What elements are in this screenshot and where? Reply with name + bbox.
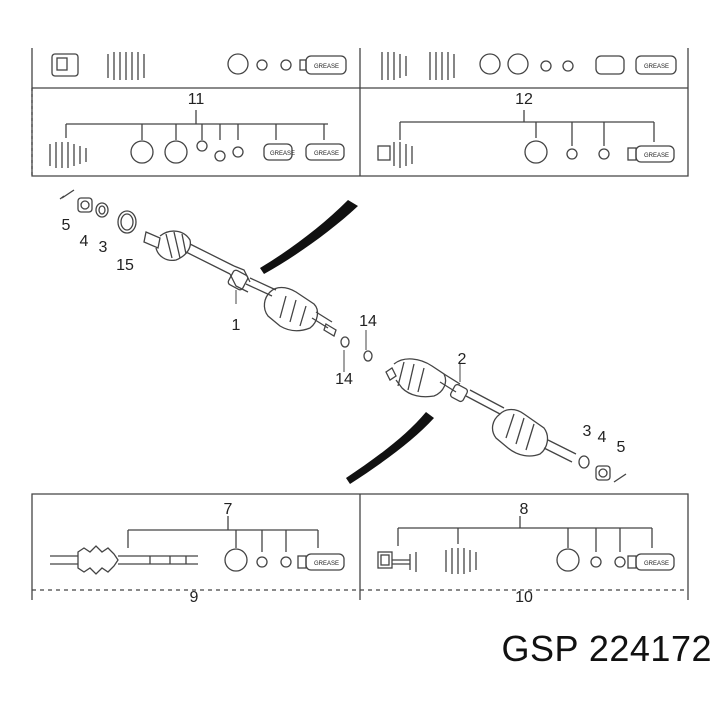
part-number: 224172 [588,628,712,669]
driveshaft-2 [385,358,577,463]
grease-label: GREASE [314,151,339,157]
callout-2: 2 [458,351,467,368]
grease-label: GREASE [314,64,339,70]
callout-12: 12 [515,91,533,108]
kit-row-top-right [381,52,677,80]
break-mark-upper [260,200,358,274]
nut-washer-set-lower [578,455,627,483]
callout-1: 1 [232,317,241,334]
callout-5-lower: 5 [617,439,626,456]
callout-3-upper: 3 [99,239,108,256]
callout-7: 7 [224,501,233,518]
break-mark-lower [346,412,434,484]
callout-leaders [235,290,461,382]
grease-label: GREASE [270,151,295,157]
bottom-kit-panel [31,493,689,600]
callout-9: 9 [190,589,199,606]
callout-3-lower: 3 [583,423,592,440]
kit-8-group [377,516,675,574]
callout-11: 11 [188,91,205,108]
grease-label: GREASE [644,561,669,567]
callout-8: 8 [520,501,529,518]
part-caption: GSP 224172 [440,628,712,670]
callout-15: 15 [116,257,134,274]
kit-11-group [49,110,345,168]
brand-name: GSP [501,628,579,669]
nut-washer-set-upper [59,189,137,234]
grease-label: GREASE [644,153,669,159]
kit-row-top-left [51,52,347,80]
callout-4-lower: 4 [598,429,607,446]
driveshaft-1 [143,230,337,337]
callout-4-upper: 4 [80,233,89,250]
kit-12-group [377,110,675,168]
callout-14-upper: 14 [359,313,377,330]
snap-rings-14 [340,336,373,362]
grease-label: GREASE [314,561,339,567]
callout-10: 10 [515,589,533,606]
kit-7-group [50,516,345,575]
callout-14-lower: 14 [335,371,353,388]
top-kit-panel [31,48,689,177]
callout-5-upper: 5 [62,217,71,234]
grease-label: GREASE [644,64,669,70]
